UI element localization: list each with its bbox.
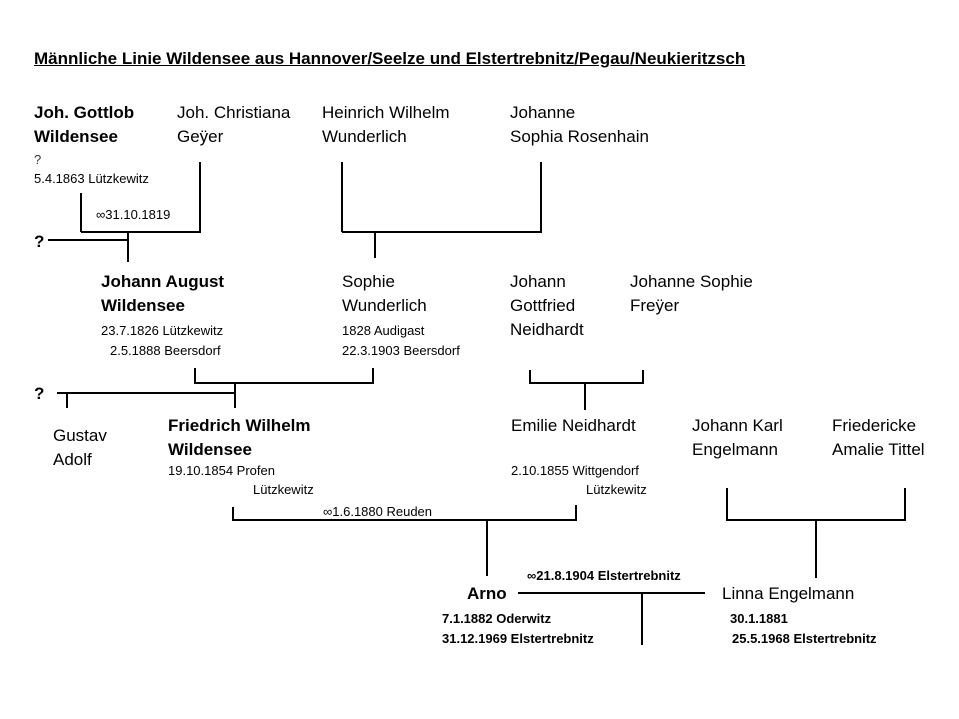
person-august-death: 2.5.1888 Beersdorf (110, 343, 221, 358)
person-gottfried-middle: Gottfried (510, 296, 576, 315)
person-emilie-birth: 2.10.1855 Wittgendorf (511, 463, 639, 478)
person-freyer-surname: Freÿer (630, 296, 680, 315)
person-karl-surname: Engelmann (692, 440, 779, 459)
person-gottlob-name: Joh. Gottlob (34, 103, 135, 122)
person-tittel-name: Friedericke (832, 416, 917, 435)
person-linna-name: Linna Engelmann (722, 584, 855, 603)
person-gustav-name: Gustav (53, 426, 107, 445)
person-sophie-surname: Wunderlich (342, 296, 427, 315)
person-freyer-name: Johanne Sophie (630, 272, 753, 291)
person-johanne-name: Johanne (510, 103, 576, 122)
person-gottlob-death: 5.4.1863 Lützkewitz (34, 171, 149, 186)
person-heinrich-surname: Wunderlich (322, 127, 407, 146)
person-gottfried-name: Johann (510, 272, 566, 291)
person-august-birth: 23.7.1826 Lützkewitz (101, 323, 224, 338)
page-title: Männliche Linie Wildensee aus Hannover/S… (34, 49, 746, 68)
person-christiana-name: Joh. Christiana (177, 103, 291, 122)
person-tittel-surname: Amalie Tittel (832, 440, 925, 459)
person-friedrich-death: Lützkewitz (253, 482, 314, 497)
person-karl-name: Johann Karl (692, 416, 783, 435)
person-arno-birth: 7.1.1882 Oderwitz (442, 611, 552, 626)
marriage-date-1819: ∞31.10.1819 (96, 207, 171, 222)
person-gottlob-birth: ? (34, 152, 42, 167)
person-friedrich-name: Friedrich Wilhelm (168, 416, 311, 435)
person-august-name: Johann August (101, 272, 225, 291)
person-heinrich-name: Heinrich Wilhelm (322, 103, 450, 122)
person-gottlob-surname: Wildensee (34, 127, 118, 146)
person-johanne-surname: Sophia Rosenhain (510, 127, 649, 146)
person-sophie-name: Sophie (342, 272, 395, 291)
person-christiana-surname: Geÿer (177, 127, 224, 146)
person-emilie-name: Emilie Neidhardt (511, 416, 636, 435)
person-august-surname: Wildensee (101, 296, 185, 315)
person-friedrich-birth: 19.10.1854 Profen (168, 463, 275, 478)
person-sophie-birth: 1828 Audigast (342, 323, 425, 338)
marriage-date-1904: ∞21.8.1904 Elstertrebnitz (527, 568, 681, 583)
unknown-person-marker-2: ? (34, 384, 45, 403)
person-arno-name: Arno (467, 584, 507, 603)
person-gustav-name2: Adolf (53, 450, 92, 469)
unknown-person-marker: ? (34, 232, 45, 251)
person-friedrich-surname: Wildensee (168, 440, 252, 459)
person-emilie-death: Lützkewitz (586, 482, 647, 497)
person-arno-death: 31.12.1969 Elstertrebnitz (442, 631, 594, 646)
person-linna-death: 25.5.1968 Elstertrebnitz (732, 631, 877, 646)
person-linna-birth: 30.1.1881 (730, 611, 788, 626)
marriage-date-1880: ∞1.6.1880 Reuden (323, 504, 433, 519)
person-gottfried-surname: Neidhardt (510, 320, 584, 339)
person-sophie-death: 22.3.1903 Beersdorf (342, 343, 460, 358)
